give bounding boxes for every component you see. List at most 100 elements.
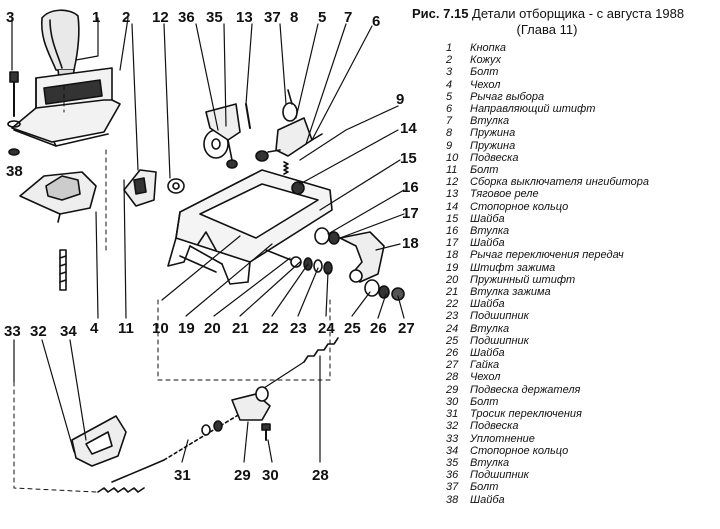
callout-29: 29 xyxy=(234,467,251,484)
legend-item-number: 22 xyxy=(446,298,459,311)
legend-item-label: Направляющий штифт xyxy=(470,103,596,116)
callout-14: 14 xyxy=(400,120,417,137)
legend-item-number: 16 xyxy=(446,225,459,238)
legend-item-number: 13 xyxy=(446,188,459,201)
legend-item-label: Пружина xyxy=(470,127,516,140)
callout-labels: 1 2 3 4 5 6 7 8 9 10 11 12 13 14 15 16 1… xyxy=(4,9,419,484)
legend-item-label: Втулка зажима xyxy=(470,286,551,299)
callout-16: 16 xyxy=(402,179,419,196)
legend-item-label: Подвеска держателя xyxy=(470,383,581,396)
callout-28: 28 xyxy=(312,467,329,484)
figure-caption-label: Рис. 7.15 xyxy=(412,6,469,21)
callout-6: 6 xyxy=(372,13,380,30)
callout-32: 32 xyxy=(30,323,47,340)
figure-title: Рис. 7.15 Детали отборщика - с августа 1… xyxy=(412,6,712,38)
legend-item-label: Пружина xyxy=(470,139,516,152)
legend-item-number: 4 xyxy=(446,78,453,91)
legend-item-label: Кожух xyxy=(470,54,502,67)
callout-20: 20 xyxy=(204,320,221,337)
callout-37: 37 xyxy=(264,9,281,26)
legend-item-number: 38 xyxy=(446,493,459,506)
part-bracket-32 xyxy=(71,415,127,467)
callout-13: 13 xyxy=(236,9,253,26)
part-bolt-3 xyxy=(7,71,21,156)
legend-item: 6 Направляющий штифт xyxy=(446,103,649,115)
legend-item-number: 35 xyxy=(446,456,459,469)
legend-item-number: 36 xyxy=(446,469,459,482)
callout-31: 31 xyxy=(174,467,191,484)
legend-item-label: Шайба xyxy=(470,347,505,360)
legend-item-label: Рычаг переключения передач xyxy=(470,249,624,262)
legend-item-number: 29 xyxy=(446,383,459,396)
legend-item-label: Втулка xyxy=(470,456,510,469)
callout-2: 2 xyxy=(122,9,130,26)
legend-item-label: Рычаг выбора xyxy=(470,90,545,103)
callout-35: 35 xyxy=(206,9,223,26)
part-selector-lever xyxy=(255,89,323,162)
part-washers-right xyxy=(291,181,340,245)
callout-19: 19 xyxy=(178,320,195,337)
callout-17: 17 xyxy=(402,205,419,222)
legend-item-label: Болт xyxy=(470,164,499,177)
legend-item-number: 11 xyxy=(446,164,458,177)
legend-item-number: 28 xyxy=(446,371,459,384)
callout-26: 26 xyxy=(370,320,387,337)
part-cable xyxy=(97,337,339,493)
legend-item: 5 Рычаг выбора xyxy=(446,91,649,103)
legend-item-label: Подшипник xyxy=(470,334,529,347)
legend-item-number: 15 xyxy=(446,212,459,225)
legend-item-number: 6 xyxy=(446,103,453,116)
callout-18: 18 xyxy=(402,235,419,252)
legend-item-label: Чехол xyxy=(470,371,501,384)
legend-item-number: 1 xyxy=(446,42,453,54)
callout-24: 24 xyxy=(318,320,335,337)
callout-25: 25 xyxy=(344,320,361,337)
callout-3: 3 xyxy=(6,9,14,26)
figure-subtitle: (Глава 11) xyxy=(516,22,578,37)
legend-item-number: 7 xyxy=(446,115,453,128)
callout-9: 9 xyxy=(396,91,404,108)
legend-item: 11 Болт xyxy=(446,164,649,176)
legend-item-number: 12 xyxy=(446,176,459,189)
part-manual-lever xyxy=(339,231,385,283)
callout-11: 11 xyxy=(118,320,134,337)
legend-item-label: Болт xyxy=(470,481,499,494)
callout-10: 10 xyxy=(152,320,169,337)
legend-item-label: Подшипник xyxy=(470,469,529,482)
legend-item: 15 Шайба xyxy=(446,213,649,225)
legend-item-number: 18 xyxy=(446,249,459,262)
legend-item-label: Болт xyxy=(470,66,499,79)
figure-caption-text: Детали отборщика - с августа 1988 xyxy=(472,6,685,21)
legend-item-label: Шайба xyxy=(470,212,505,225)
assembly-lines xyxy=(13,85,331,493)
legend-item-number: 31 xyxy=(446,408,459,421)
legend-item-number: 23 xyxy=(446,310,459,323)
legend-item-label: Подвеска xyxy=(470,151,519,164)
callout-15: 15 xyxy=(400,150,417,167)
legend-item-number: 5 xyxy=(446,90,453,103)
legend-item-label: Штифт зажима xyxy=(470,261,556,274)
callout-5: 5 xyxy=(318,9,326,26)
part-boot-4 xyxy=(19,171,97,223)
callout-21: 21 xyxy=(232,320,249,337)
legend-item-label: Подвеска xyxy=(470,420,519,433)
